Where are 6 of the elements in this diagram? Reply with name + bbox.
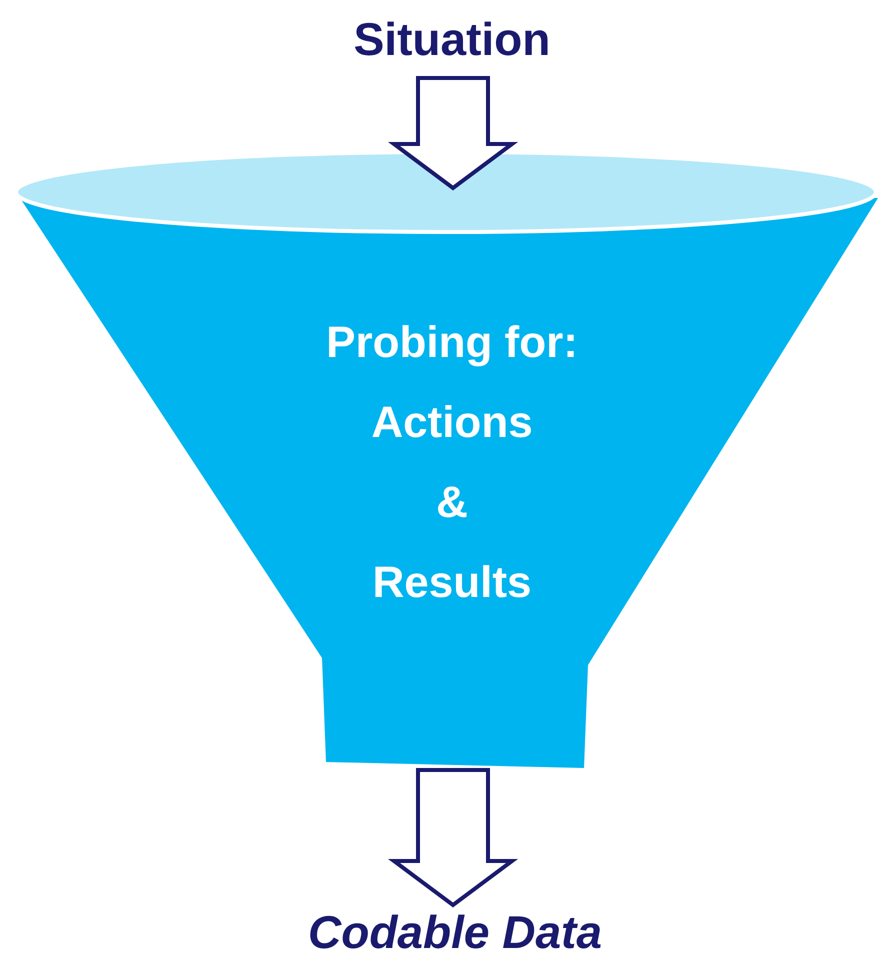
output-label: Codable Data	[307, 905, 603, 960]
block-arrow	[388, 768, 518, 908]
input-label: Situation	[352, 12, 552, 67]
funnel-heading: Probing for:	[325, 317, 579, 369]
funnel-body-text: Actions & Results	[370, 397, 534, 609]
block-arrow	[388, 76, 518, 190]
